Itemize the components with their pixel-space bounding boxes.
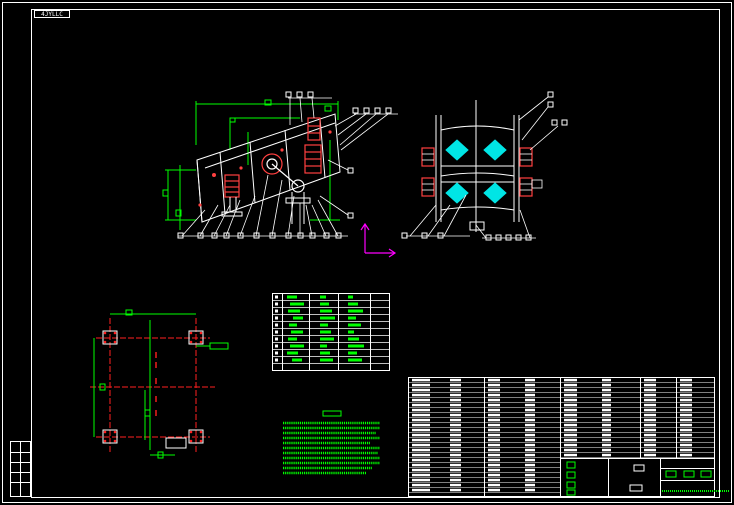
technical-notes xyxy=(283,410,380,475)
end-view-screen xyxy=(401,91,568,241)
parameter-table xyxy=(272,293,390,371)
ucs-axis-icon xyxy=(360,222,397,258)
side-view-screen xyxy=(162,91,398,239)
side-stamp-table xyxy=(10,441,31,497)
drawing-title-tag: 4JYLLC xyxy=(34,10,70,18)
foundation-plan xyxy=(90,309,229,459)
parts-list-table xyxy=(408,377,730,497)
